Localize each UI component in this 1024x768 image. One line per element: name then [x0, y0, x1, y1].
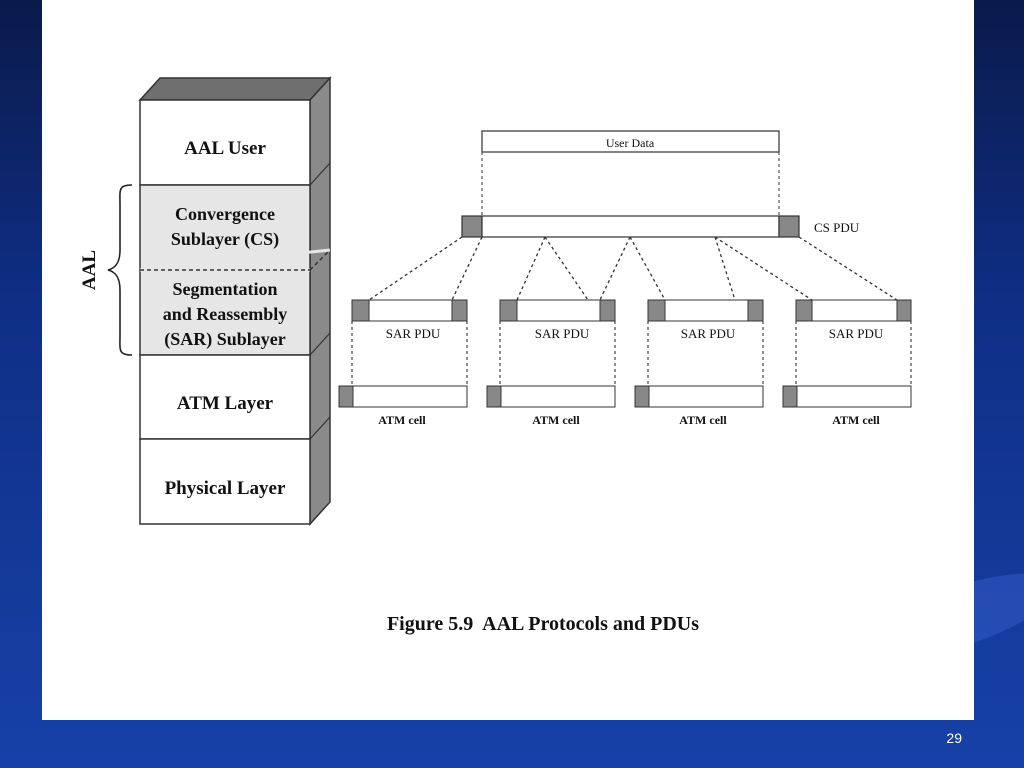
atm-cell-3: ATM cell: [634, 385, 764, 427]
sar-label-1: Segmentation: [173, 279, 278, 299]
protocol-stack: AAL User Convergence Sublayer (CS) Segme…: [79, 76, 332, 526]
sar-pdu-label-4: SAR PDU: [829, 326, 884, 341]
atm-cell-2: ATM cell: [486, 385, 616, 427]
side-edge-1: [309, 162, 331, 186]
sar-pdu-label-1: SAR PDU: [386, 326, 441, 341]
convergence-box: [139, 184, 311, 271]
side-edge-3: [309, 416, 331, 440]
sar-pdu-4: SAR PDU: [795, 299, 912, 341]
aal-user-label: AAL User: [184, 138, 266, 159]
sar-label-3: (SAR) Sublayer: [164, 329, 286, 350]
atm-cell-label-2: ATM cell: [532, 413, 580, 427]
pdu-diagram: User Data CS PDU: [338, 130, 912, 427]
cs-pdu-label: CS PDU: [814, 220, 860, 235]
user-data-label: User Data: [606, 136, 655, 150]
atm-cell-4: ATM cell: [782, 385, 912, 427]
atm-cell-1: ATM cell: [338, 385, 468, 427]
aal-protocols-figure: AAL User Convergence Sublayer (CS) Segme…: [79, 76, 912, 635]
figure-caption: Figure 5.9 AAL Protocols and PDUs: [387, 613, 699, 635]
physical-layer-label: Physical Layer: [165, 478, 286, 499]
aal-bracket-label: AAL: [79, 250, 100, 290]
atm-layer-box: [139, 354, 311, 440]
sar-to-atm-drop-lines: [351, 321, 912, 386]
aal-curly-brace: [107, 184, 133, 356]
slide-page-number: 29: [946, 730, 962, 746]
sar-pdu-label-2: SAR PDU: [535, 326, 590, 341]
aal-user-box: [139, 99, 311, 186]
atm-layer-label: ATM Layer: [177, 393, 274, 414]
sar-pdu-3: SAR PDU: [647, 299, 764, 341]
cs-sar-side-divider: [309, 249, 331, 271]
stack-side-face: [309, 76, 331, 526]
sar-pdu-1: SAR PDU: [351, 299, 468, 341]
convergence-label-1: Convergence: [175, 204, 275, 224]
sar-box: [139, 269, 311, 356]
atm-cell-label-1: ATM cell: [378, 413, 426, 427]
side-edge-2: [309, 332, 331, 356]
convergence-label-2: Sublayer (CS): [171, 229, 279, 250]
atm-cell-label-4: ATM cell: [832, 413, 880, 427]
physical-layer-box: [139, 438, 311, 525]
stack-top-face: [138, 77, 332, 101]
atm-cell-label-3: ATM cell: [679, 413, 727, 427]
cs-pdu-header: [461, 215, 483, 238]
cs-pdu-trailer: [778, 215, 800, 238]
cs-sar-dashed-divider: [139, 248, 331, 272]
user-data-box: [481, 130, 780, 153]
slide-content-panel: AAL User Convergence Sublayer (CS) Segme…: [42, 0, 974, 720]
cs-to-sar-fan-lines: [368, 236, 898, 301]
sar-pdu-2: SAR PDU: [499, 299, 616, 341]
sar-label-2: and Reassembly: [163, 304, 288, 324]
cs-pdu-payload: [481, 215, 780, 238]
sar-pdu-label-3: SAR PDU: [681, 326, 736, 341]
